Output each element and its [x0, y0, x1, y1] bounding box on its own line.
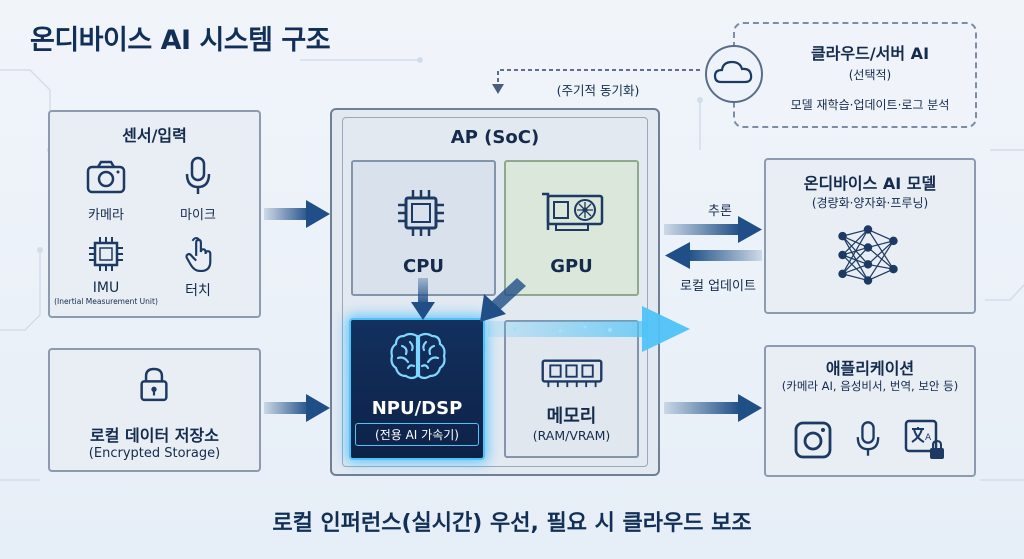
cloud-description: 모델 재학습·업데이트·로그 분석 [790, 98, 950, 112]
svg-text:A: A [925, 433, 932, 443]
imu-full-label: (Inertial Measurement Unit) [54, 297, 158, 306]
touch-icon [185, 237, 212, 273]
model-title: 온디바이스 AI 모델 [803, 174, 937, 193]
npu-label: NPU/DSP [371, 398, 463, 419]
gpu-panel [504, 160, 639, 296]
cloud-panel [733, 22, 977, 128]
soc-inner-frame [342, 117, 648, 467]
brain-icon [390, 332, 446, 380]
sensor-title: 센서/입력 [122, 126, 187, 145]
microphone-label: 마이크 [180, 208, 216, 223]
application-title: 애플리케이션 [825, 359, 915, 378]
neural-network-icon [838, 225, 898, 285]
local-update-label: 로컬 업데이트 [680, 279, 756, 294]
soc-to-app-arrow [664, 394, 762, 422]
cloud-title: 클라우드/서버 AI [810, 44, 930, 63]
page-title: 온디바이스 AI 시스템 구조 [30, 25, 331, 56]
voice-assistant-icon [856, 421, 880, 456]
cloud-icon [705, 45, 763, 103]
touch-label: 터치 [185, 283, 211, 299]
npu-glow-arrow [488, 306, 690, 352]
cloud-sync-arrow [497, 69, 700, 86]
sync-label: (주기적 동기화) [556, 83, 640, 98]
camera-label: 카메라 [88, 208, 124, 223]
soc-title: AP (SoC) [450, 127, 540, 148]
chip-icon [89, 237, 123, 271]
gpu-icon [542, 192, 604, 231]
soc-to-model-arrow [664, 216, 762, 243]
model-subtitle: (경량화·양자화·프루닝) [811, 196, 929, 210]
model-to-soc-arrow [665, 242, 762, 269]
camera-icon [86, 160, 126, 194]
gpu-label: GPU [550, 256, 593, 277]
translate-lock-icon: A [904, 419, 944, 459]
cloud-subtitle: (선택적) [848, 68, 892, 82]
cpu-to-npu-arrow [411, 278, 435, 320]
model-panel [764, 158, 976, 314]
microphone-icon [185, 156, 211, 194]
footer-caption: 로컬 인퍼런스(실시간) 우선, 필요 시 클라우드 보조 [272, 511, 752, 536]
gpu-to-npu-arrow [480, 278, 526, 322]
lock-icon [140, 367, 168, 402]
memory-sub-label: (RAM/VRAM) [532, 428, 611, 443]
cpu-label: CPU [402, 256, 445, 277]
memory-icon [541, 359, 603, 388]
storage-title: 로컬 데이터 저장소 [90, 426, 219, 445]
cpu-icon [398, 190, 444, 236]
inference-label: 추론 [708, 204, 732, 219]
sensor-to-soc-arrow [264, 200, 330, 228]
npu-sub-label: (전용 AI 가속기) [355, 423, 479, 446]
storage-to-soc-arrow [264, 394, 330, 422]
application-subtitle: (카메라 AI, 음성비서, 번역, 보안 등) [781, 379, 959, 393]
storage-subtitle: (Encrypted Storage) [88, 446, 221, 461]
memory-label: 메모리 [546, 406, 597, 427]
imu-label: IMU [92, 280, 120, 296]
sensor-panel: 센서/입력 [48, 110, 261, 318]
camera-app-icon [794, 421, 832, 459]
